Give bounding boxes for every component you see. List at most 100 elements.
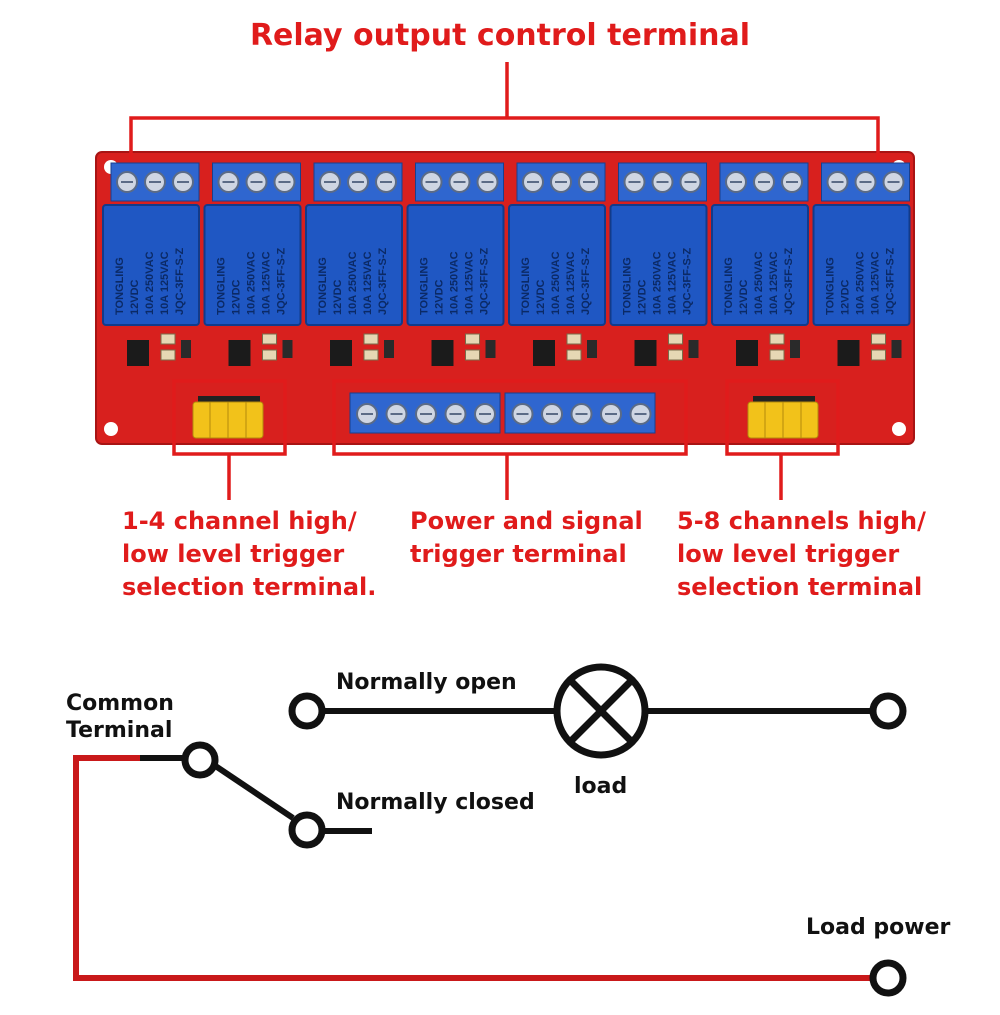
jumper-5-8 bbox=[747, 396, 819, 439]
relay-marking: JQC-3FF-S-Z bbox=[682, 248, 694, 316]
normally-open-label: Normally open bbox=[336, 670, 517, 695]
no-terminal-node bbox=[288, 692, 326, 730]
relay-terminal-blocks bbox=[110, 162, 910, 202]
relay-marking: 10A 125VAC bbox=[565, 251, 577, 315]
relay-marking: JQC-3FF-S-Z bbox=[174, 248, 186, 316]
relay-marking: TONGLING bbox=[419, 257, 431, 315]
smd-component bbox=[330, 333, 394, 366]
jumper-1-4 bbox=[192, 396, 264, 439]
annotation-leader-lines bbox=[227, 455, 783, 500]
relay-marking: 10A 125VAC bbox=[159, 251, 171, 315]
relay-marking: 12VDC bbox=[231, 279, 243, 315]
relay-marking: 10A 250VAC bbox=[347, 251, 359, 315]
relay-marking: 10A 250VAC bbox=[144, 251, 156, 315]
lamp-load-icon bbox=[553, 663, 649, 759]
load-label: load bbox=[574, 774, 628, 799]
circuit-schematic bbox=[73, 663, 907, 997]
load-power-wire bbox=[73, 755, 872, 981]
power-signal-label: Power and signal trigger terminal bbox=[410, 507, 643, 568]
relay-marking: 10A 250VAC bbox=[753, 251, 765, 315]
relay-marking: 10A 125VAC bbox=[464, 251, 476, 315]
relay-terminal-block bbox=[212, 162, 301, 202]
common-terminal-node bbox=[181, 741, 219, 779]
relay-terminal-block bbox=[719, 162, 809, 202]
input-terminal-screw bbox=[600, 403, 622, 425]
normally-closed-label: Normally closed bbox=[336, 790, 535, 815]
input-terminal-screw bbox=[444, 403, 467, 425]
relay-marking: 12VDC bbox=[637, 279, 649, 315]
relay-marking: 10A 125VAC bbox=[261, 251, 273, 315]
highlight-box-power-signal bbox=[332, 379, 688, 456]
smd-component bbox=[127, 333, 191, 366]
annotation-bracket bbox=[129, 62, 880, 160]
relay-marking: 10A 250VAC bbox=[449, 251, 461, 315]
switch-arm bbox=[212, 762, 295, 821]
relay-marking: TONGLING bbox=[520, 257, 532, 315]
relay-marking: 10A 125VAC bbox=[667, 251, 679, 315]
relay-terminal-block bbox=[415, 162, 504, 202]
relay-marking: JQC-3FF-S-Z bbox=[885, 248, 897, 316]
relay-marking: 10A 125VAC bbox=[870, 251, 882, 315]
input-terminal-screw bbox=[474, 403, 496, 425]
relay-marking: 12VDC bbox=[535, 279, 547, 315]
relay-marking: TONGLING bbox=[723, 257, 735, 315]
input-terminal-blocks bbox=[349, 392, 656, 434]
relay-marking: 10A 250VAC bbox=[855, 251, 867, 315]
common-terminal-label: Common Terminal bbox=[66, 691, 174, 743]
relay-marking: JQC-3FF-S-Z bbox=[783, 248, 795, 316]
relay-terminal-block bbox=[110, 162, 200, 202]
relay-marking: 12VDC bbox=[840, 279, 852, 315]
relay-marking: JQC-3FF-S-Z bbox=[479, 248, 491, 316]
ch1-4-selection-label: 1-4 channel high/ low level trigger sele… bbox=[122, 507, 377, 601]
load-power-node bbox=[869, 959, 907, 997]
smd-components bbox=[127, 333, 902, 366]
nc-terminal-node bbox=[288, 811, 326, 849]
load-output-node bbox=[869, 692, 907, 730]
relay-marking: 12VDC bbox=[332, 279, 344, 315]
highlight-box-5-8 bbox=[725, 379, 840, 456]
relay-terminal-block bbox=[313, 162, 403, 202]
relay-terminal-block bbox=[821, 162, 910, 202]
input-terminal-screw bbox=[385, 403, 408, 425]
smd-component bbox=[431, 333, 496, 366]
input-terminal-screw bbox=[541, 403, 563, 425]
relay-terminal-block bbox=[618, 162, 707, 202]
ch5-8-selection-label: 5-8 channels high/ low level trigger sel… bbox=[677, 507, 926, 601]
relay-output-label: Relay output control terminal bbox=[249, 18, 751, 53]
relay-marking: JQC-3FF-S-Z bbox=[377, 248, 389, 316]
input-terminal-screw bbox=[415, 403, 437, 425]
relay-terminal-block bbox=[516, 162, 606, 202]
load-power-label: Load power bbox=[806, 915, 951, 940]
relay-marking: 10A 250VAC bbox=[550, 251, 562, 315]
input-terminal-screw bbox=[570, 403, 593, 425]
smd-component bbox=[228, 333, 293, 366]
relay-marking: TONGLING bbox=[317, 257, 329, 315]
relay-marking: 10A 250VAC bbox=[652, 251, 664, 315]
relay-marking: TONGLING bbox=[622, 257, 634, 315]
smd-component bbox=[634, 333, 699, 366]
relay-marking: TONGLING bbox=[825, 257, 837, 315]
input-terminal-screw bbox=[511, 403, 534, 425]
relay-marking: TONGLING bbox=[114, 257, 126, 315]
smd-component bbox=[837, 333, 902, 366]
relay-marking: 12VDC bbox=[129, 279, 141, 315]
relay-marking: 12VDC bbox=[434, 279, 446, 315]
relay-marking: TONGLING bbox=[216, 257, 228, 315]
smd-component bbox=[736, 333, 800, 366]
relay-marking: 12VDC bbox=[738, 279, 750, 315]
input-terminal-screw bbox=[629, 403, 652, 425]
relay-marking: JQC-3FF-S-Z bbox=[276, 248, 288, 316]
highlight-box-1-4 bbox=[172, 379, 287, 456]
relay-marking: 10A 250VAC bbox=[246, 251, 258, 315]
relay-marking: 10A 125VAC bbox=[768, 251, 780, 315]
